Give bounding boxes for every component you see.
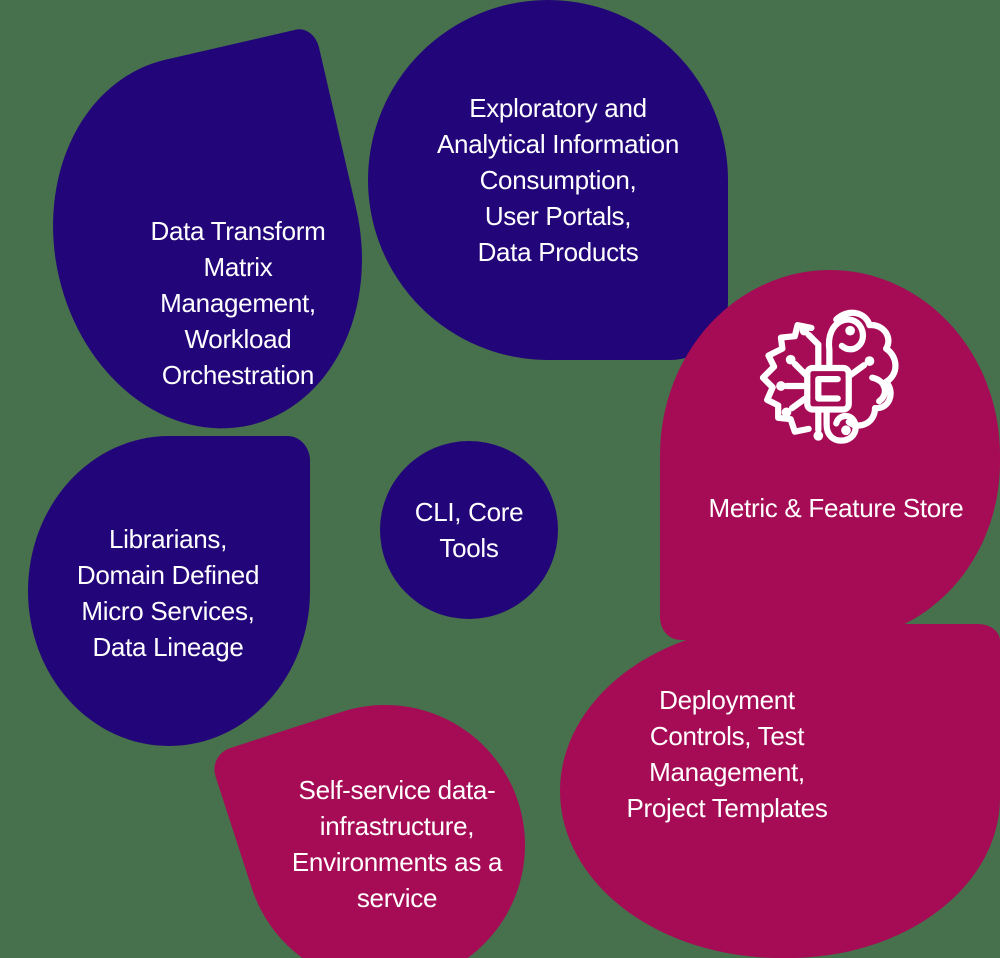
brain-circuit-icon (759, 309, 899, 444)
center-circle-label: CLI, Core Tools (414, 497, 524, 563)
petal-label-deployment-controls: Deployment Controls, Test Management, Pr… (626, 685, 828, 823)
petal-label-self-service-infrastructure: Self-service data- infrastructure, Envir… (291, 775, 503, 913)
petal-label-metric-feature-store: Metric & Feature Store (708, 493, 964, 523)
petal-label-data-transform: Data Transform Matrix Management, Worklo… (150, 216, 326, 390)
petal-exploratory-consumption (368, 0, 728, 360)
petal-deployment-controls (560, 624, 1000, 958)
petal-librarians-services (28, 436, 310, 746)
petal-label-exploratory-consumption: Exploratory and Analytical Information C… (437, 93, 679, 267)
petal-label-librarians-services: Librarians, Domain Defined Micro Service… (76, 524, 260, 662)
center-circle: CLI, Core Tools (380, 441, 558, 619)
